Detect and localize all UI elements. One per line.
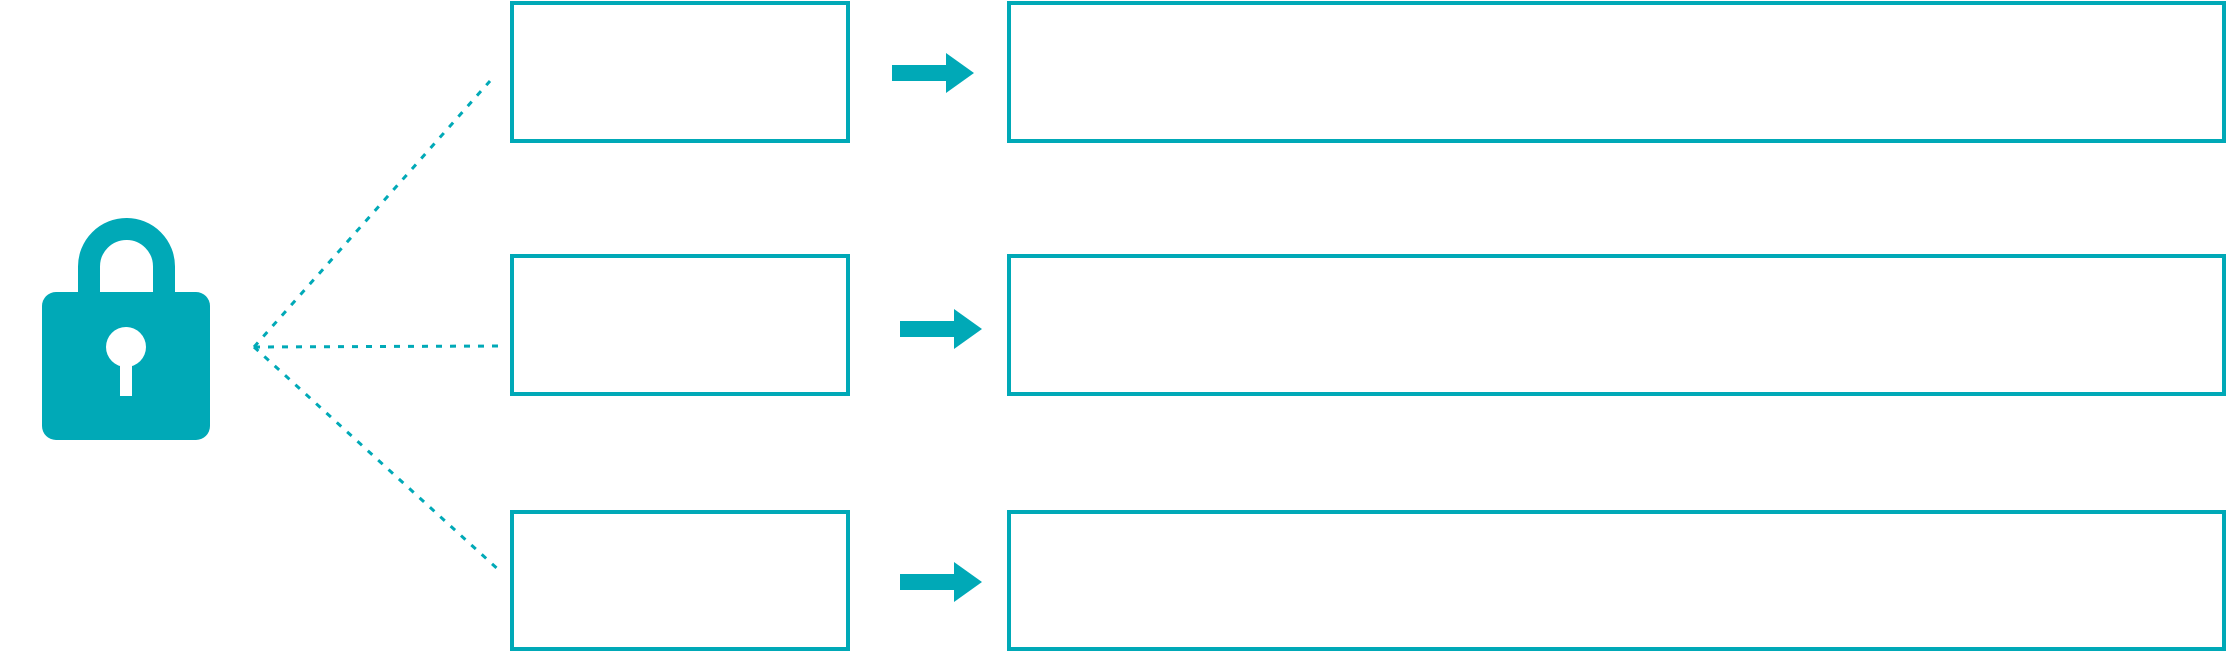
- dotted-connector-top: [252, 80, 492, 348]
- row-3-source-box: [510, 510, 850, 651]
- row-1-target-box: [1007, 1, 2226, 143]
- padlock-shackle: [78, 218, 175, 306]
- dotted-connector-bottom: [252, 345, 503, 574]
- row-2-source-box: [510, 254, 850, 396]
- dotted-connector-middle: [253, 344, 501, 349]
- row-3-target-box: [1007, 510, 2226, 651]
- keyhole-stem: [120, 347, 132, 396]
- right-arrow-icon: [900, 562, 982, 602]
- right-arrow-icon: [892, 53, 974, 93]
- padlock-icon: [42, 218, 210, 440]
- right-arrow-icon: [900, 309, 982, 349]
- row-2-target-box: [1007, 254, 2226, 396]
- row-1-source-box: [510, 1, 850, 143]
